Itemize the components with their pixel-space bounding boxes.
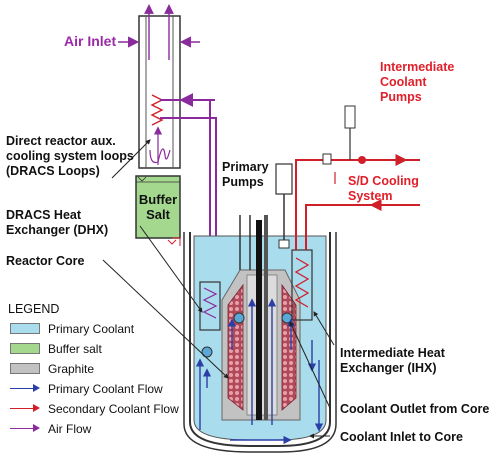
- legend-item: Primary Coolant Flow: [10, 380, 163, 397]
- buffer-salt-label: Buffer Salt: [136, 192, 180, 222]
- legend-arrow-icon: [10, 403, 40, 414]
- legend-item: Graphite: [10, 360, 94, 377]
- legend-swatch: [10, 363, 40, 374]
- legend-label: Graphite: [48, 362, 94, 376]
- legend-label: Buffer salt: [48, 342, 102, 356]
- coolant-outlet-label: Coolant Outlet from Core: [340, 402, 489, 417]
- legend-item: Primary Coolant: [10, 320, 134, 337]
- legend-item: Air Flow: [10, 420, 91, 437]
- legend-label: Air Flow: [48, 422, 91, 436]
- legend-item: Secondary Coolant Flow: [10, 400, 179, 417]
- dhx-label: DRACS Heat Exchanger (DHX): [6, 208, 108, 238]
- reactor-core-label: Reactor Core: [6, 254, 85, 269]
- sd-cooling-label: S/D Cooling System: [348, 174, 419, 204]
- legend-arrow-icon: [10, 423, 40, 434]
- legend-label: Primary Coolant Flow: [48, 382, 163, 396]
- legend-title: LEGEND: [8, 302, 59, 316]
- legend-swatch: [10, 343, 40, 354]
- ihx-label: Intermediate Heat Exchanger (IHX): [340, 346, 445, 376]
- intermediate-pump: [323, 106, 366, 164]
- legend-arrow-icon: [10, 383, 40, 394]
- primary-pumps-label: Primary Pumps: [222, 160, 269, 190]
- air-inlet-label: Air Inlet: [64, 34, 116, 49]
- legend-item: Buffer salt: [10, 340, 102, 357]
- legend-swatch: [10, 323, 40, 334]
- coolant-inlet-label: Coolant Inlet to Core: [340, 430, 463, 445]
- intermediate-pumps-label: Intermediate Coolant Pumps: [380, 60, 454, 105]
- legend-label: Primary Coolant: [48, 322, 134, 336]
- legend-label: Secondary Coolant Flow: [48, 402, 179, 416]
- dracs-loops-label: Direct reactor aux. cooling system loops…: [6, 134, 134, 179]
